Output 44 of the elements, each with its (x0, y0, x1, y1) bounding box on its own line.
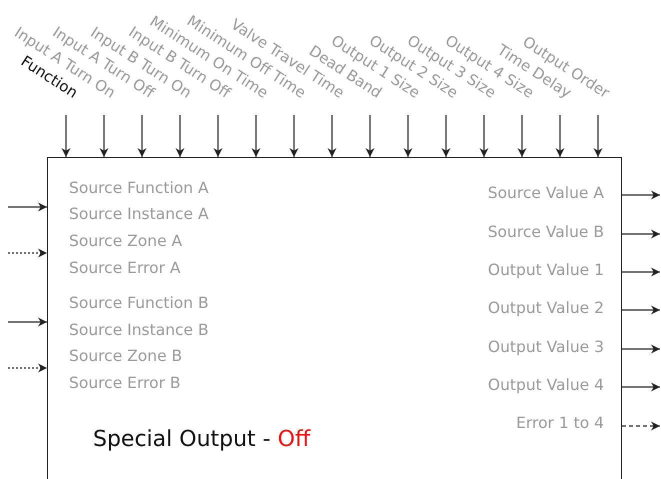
output-label: Source Value B (488, 225, 604, 240)
input-label: Source Function B (69, 296, 209, 312)
input-label: Source Function A (69, 181, 209, 196)
arrow (8, 364, 47, 372)
output-label: Output Value 2 (488, 301, 604, 316)
arrow (8, 248, 47, 258)
arrow (366, 115, 374, 157)
arrow (622, 230, 660, 238)
arrow (518, 115, 526, 157)
arrow (252, 115, 260, 157)
arrow (100, 115, 108, 157)
arrow (290, 115, 298, 157)
arrow (622, 382, 660, 392)
arrow (62, 115, 70, 157)
output-label: Error 1 to 4 (516, 416, 604, 432)
arrow (622, 306, 660, 314)
arrow (176, 115, 184, 157)
input-label: Source Instance B (69, 323, 209, 338)
arrow (622, 422, 660, 430)
arrow (214, 115, 222, 157)
input-label: Source Error B (69, 376, 181, 392)
output-label: Source Value A (488, 186, 604, 202)
input-label: Source Zone A (69, 234, 182, 250)
input-label: Source Error A (69, 261, 180, 276)
arrow (594, 115, 602, 157)
arrow (480, 115, 488, 157)
arrow (622, 344, 660, 354)
output-label: Output Value 4 (488, 378, 604, 394)
block-title: Special Output - (93, 429, 271, 451)
arrow (404, 115, 412, 157)
arrow (138, 115, 146, 157)
arrow (8, 202, 47, 212)
arrow (556, 115, 564, 157)
arrow (622, 190, 660, 200)
status-value: Off (278, 429, 310, 451)
input-label: Source Zone B (69, 349, 182, 364)
input-label: Source Instance A (69, 207, 209, 222)
arrow (622, 268, 660, 276)
output-label: Output Value 3 (488, 340, 604, 356)
arrow (8, 318, 47, 326)
arrow (442, 115, 450, 157)
function-block (47, 157, 622, 479)
arrow (328, 115, 336, 157)
output-label: Output Value 1 (488, 263, 604, 278)
